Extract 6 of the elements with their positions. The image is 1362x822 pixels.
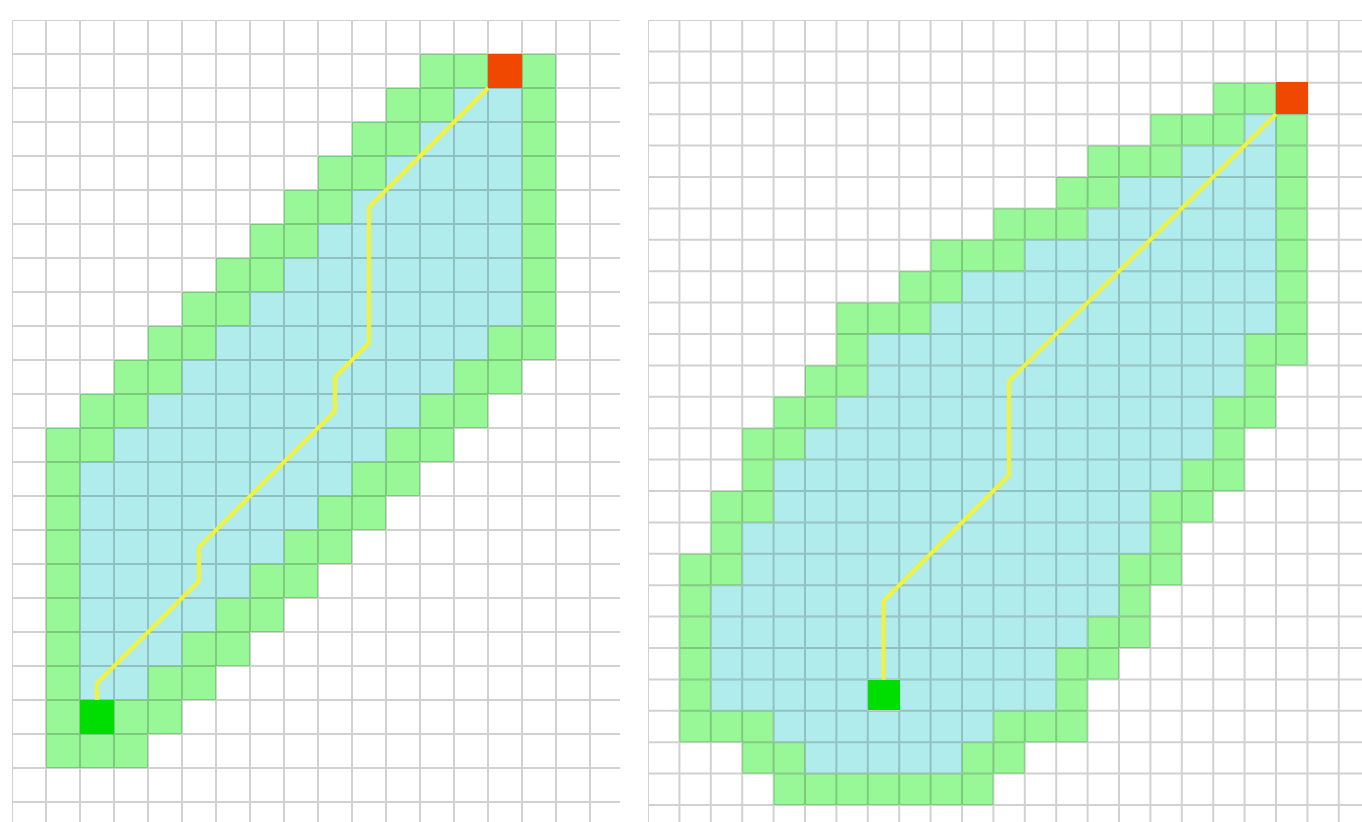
- goal-square: [1276, 82, 1308, 115]
- start-square: [867, 679, 900, 711]
- start-square: [80, 700, 114, 734]
- goal-square: [488, 54, 522, 88]
- path-line: [881, 112, 1278, 680]
- path-line: [95, 86, 490, 700]
